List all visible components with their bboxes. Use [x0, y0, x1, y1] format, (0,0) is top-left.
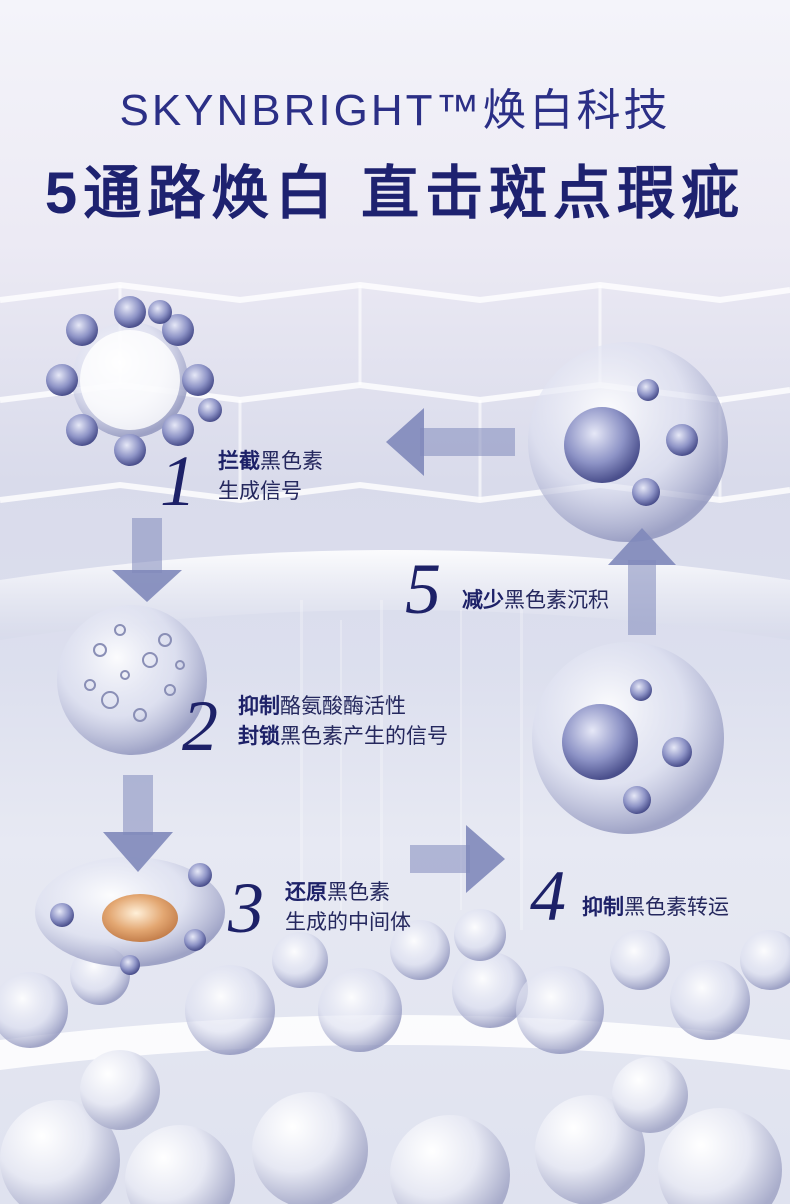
step-5-number: 5: [405, 549, 441, 629]
cell-5-illustration: [528, 342, 728, 542]
step-3-line1-bold: 还原: [285, 881, 327, 904]
step-2-number: 2: [182, 686, 218, 766]
step-2-text: 抑制酪氨酸酶活性 封锁黑色素产生的信号: [238, 692, 448, 752]
step-3-line2-rest: 生成的中间体: [285, 911, 411, 934]
step-4-line1-bold: 抑制: [582, 896, 624, 919]
step-5-line1-bold: 减少: [462, 589, 504, 612]
step-5-line1-rest: 黑色素沉积: [504, 589, 609, 612]
arrow-right-3: [410, 825, 505, 893]
step-3-number: 3: [228, 868, 264, 948]
step-2-line1-bold: 抑制: [238, 695, 280, 718]
step-2-line1-rest: 酪氨酸酶活性: [280, 695, 406, 718]
step-3-text: 还原黑色素 生成的中间体: [285, 878, 411, 938]
arrow-up-4: [608, 528, 676, 635]
step-4-number: 4: [530, 856, 566, 936]
cell-2-illustration: [57, 605, 207, 755]
cell-3-illustration: [35, 857, 225, 975]
step-2-line2-bold: 封锁: [238, 725, 280, 748]
arrow-left-5: [386, 408, 515, 476]
page-title: 5通路焕白 直击斑点瑕疵: [44, 161, 746, 226]
step-2-line2-rest: 黑色素产生的信号: [280, 725, 448, 748]
cell-1-illustration: [46, 296, 222, 466]
step-1-line2-rest: 生成信号: [218, 480, 302, 503]
step-1-line1-rest: 黑色素: [260, 450, 323, 473]
arrow-down-2: [103, 775, 173, 872]
step-4-text: 抑制黑色素转运: [582, 893, 729, 923]
step-5-text: 减少黑色素沉积: [462, 586, 609, 616]
brand-subtitle: SKYNBRIGHT™焕白科技: [119, 86, 671, 135]
step-4-line1-rest: 黑色素转运: [624, 896, 729, 919]
arrow-down-1: [112, 518, 182, 602]
cell-4-illustration: [532, 642, 724, 834]
step-1-line1-bold: 拦截: [218, 450, 260, 473]
step-1-number: 1: [160, 441, 196, 521]
step-1-text: 拦截黑色素 生成信号: [218, 447, 323, 507]
step-3-line1-rest: 黑色素: [327, 881, 390, 904]
